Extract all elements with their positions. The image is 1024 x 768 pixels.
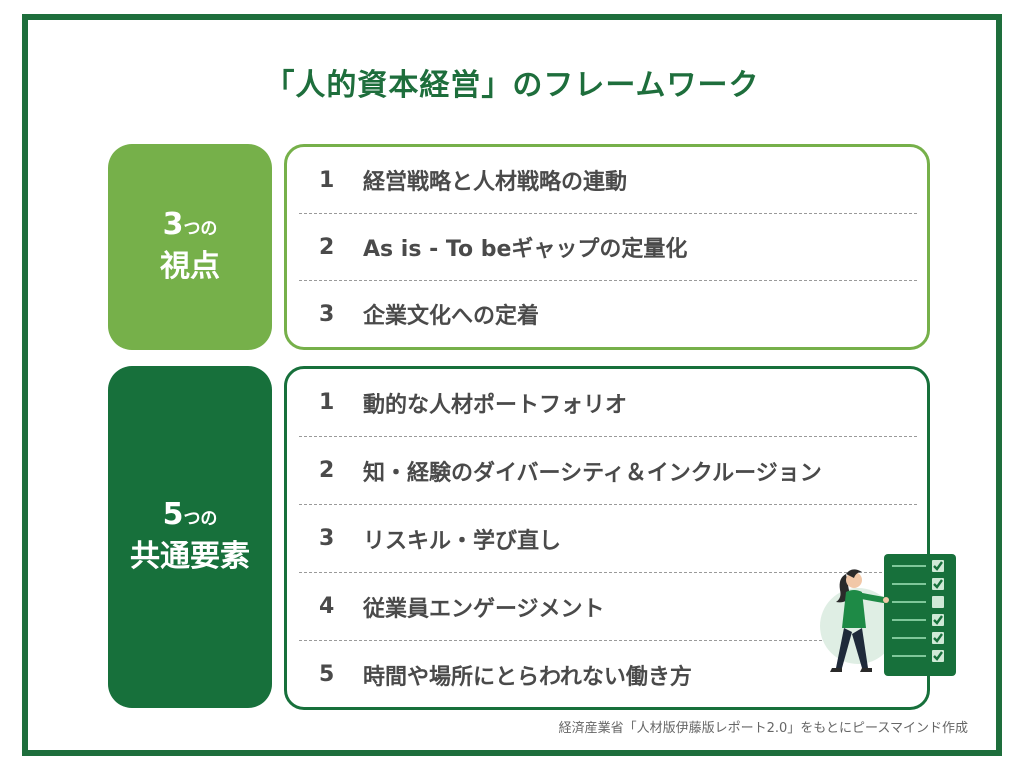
list-item: 2 知・経験のダイバーシティ＆インクルージョン [299, 436, 917, 504]
source-caption: 経済産業省「人材版伊藤版レポート2.0」をもとにピースマインド作成 [558, 721, 968, 736]
item-number: 3 [319, 301, 335, 327]
item-number: 1 [319, 167, 335, 193]
perspectives-list: 1 経営戦略と人材戦略の連動 2 As is - To beギャップの定量化 3… [284, 144, 930, 350]
slide-title: 「人的資本経営」のフレームワーク [264, 68, 760, 103]
item-number: 1 [319, 390, 335, 415]
elements-label-box: 5つの 共通要素 [108, 366, 272, 708]
item-text: リスキル・学び直し [363, 528, 562, 554]
elements-suffix: つの [183, 509, 218, 529]
elements-list: 1 動的な人材ポートフォリオ 2 知・経験のダイバーシティ＆インクルージョン 3… [284, 366, 930, 710]
perspectives-count: 3つの [163, 207, 218, 247]
item-number: 3 [319, 526, 335, 551]
item-text: 知・経験のダイバーシティ＆インクルージョン [363, 460, 822, 486]
item-text: 経営戦略と人材戦略の連動 [363, 170, 628, 195]
list-item: 4 従業員エンゲージメント [299, 572, 917, 640]
item-text: 動的な人材ポートフォリオ [363, 392, 628, 418]
item-text: As is - To beギャップの定量化 [363, 237, 688, 262]
perspectives-number: 3 [162, 207, 184, 242]
perspectives-label-box: 3つの 視点 [108, 144, 272, 350]
list-item: 1 動的な人材ポートフォリオ [299, 369, 917, 436]
list-item: 2 As is - To beギャップの定量化 [299, 213, 917, 280]
list-item: 5 時間や場所にとらわれない働き方 [299, 640, 917, 708]
elements-word: 共通要素 [130, 539, 250, 574]
elements-number: 5 [162, 497, 184, 532]
item-text: 企業文化への定着 [363, 304, 540, 329]
item-number: 2 [319, 234, 335, 260]
list-item: 3 リスキル・学び直し [299, 504, 917, 572]
item-number: 2 [319, 458, 335, 483]
item-number: 5 [319, 662, 335, 687]
perspectives-word: 視点 [160, 249, 220, 284]
elements-count: 5つの [163, 497, 218, 537]
item-text: 従業員エンゲージメント [363, 596, 605, 622]
list-item: 3 企業文化への定着 [299, 280, 917, 347]
perspectives-suffix: つの [183, 219, 218, 239]
list-item: 1 経営戦略と人材戦略の連動 [299, 147, 917, 213]
item-number: 4 [319, 594, 335, 619]
woman-checklist-illustration [820, 554, 956, 676]
item-text: 時間や場所にとらわれない働き方 [363, 664, 692, 690]
